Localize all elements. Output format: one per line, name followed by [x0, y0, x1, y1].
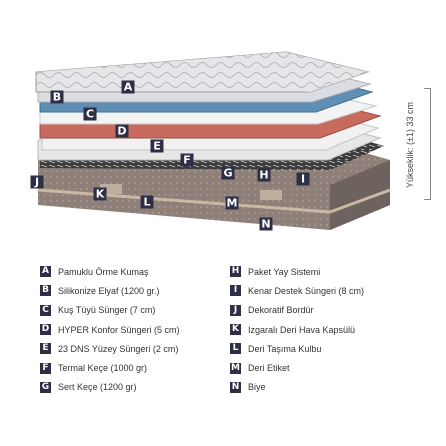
legend-text: HYPER Konfor Süngeri (5 cm): [58, 324, 180, 335]
legend-text: Pamuklu Örme Kumaş: [58, 266, 149, 277]
legend-text: 23 DNS Yüzey Süngeri (2 cm): [58, 343, 179, 354]
legend-letter: B: [40, 285, 51, 297]
legend-item: H Paket Yay Sistemi: [230, 262, 364, 281]
legend-letter: C: [40, 304, 51, 316]
callout-a: A: [121, 80, 135, 94]
legend-letter: H: [230, 266, 241, 278]
callout-f: F: [180, 153, 194, 167]
legend-letter: F: [40, 362, 51, 374]
legend-item: L Deri Taşıma Kulbu: [230, 339, 364, 358]
legend-letter: N: [230, 381, 241, 393]
legend-text: Termal Keçe (1000 gr): [58, 363, 148, 374]
legend-item: N Biye: [230, 378, 364, 397]
legend-item: F Termal Keçe (1000 gr): [40, 358, 180, 377]
mattress-layers-illustration: [35, 51, 391, 230]
legend-text: Dekoratif Bordür: [248, 305, 314, 316]
legend-text: Paket Yay Sistemi: [248, 266, 321, 277]
legend-item: D HYPER Konfor Süngeri (5 cm): [40, 320, 180, 339]
legend-text: Silikonize Elyaf (1200 gr.): [58, 285, 160, 296]
legend-item: C Kuş Tüyü Sünger (7 cm): [40, 301, 180, 320]
height-label: Yükseklik: (±1) 33 cm: [405, 102, 415, 188]
legend-item: A Pamuklu Örme Kumaş: [40, 262, 180, 281]
callout-e: E: [150, 139, 164, 153]
legend-text: Kuş Tüyü Sünger (7 cm): [58, 305, 156, 316]
legend-text: Kenar Destek Süngeri (8 cm): [248, 285, 365, 296]
callout-d: D: [115, 124, 129, 138]
callout-i: I: [296, 172, 310, 186]
legend-text: Deri Etiket: [248, 363, 290, 374]
legend-item: B Silikonize Elyaf (1200 gr.): [40, 281, 180, 300]
legend-item: G Sert Keçe (1200 gr): [40, 378, 180, 397]
legend-letter: K: [230, 324, 241, 336]
legend-item: J Dekoratif Bordür: [230, 301, 364, 320]
legend-text: Izgaralı Deri Hava Kapsülü: [248, 324, 356, 335]
legend-letter: J: [230, 304, 241, 316]
callout-g: G: [221, 166, 235, 180]
vent-capsule-right: [260, 190, 282, 200]
callout-j: J: [30, 175, 44, 189]
callout-m: M: [225, 196, 239, 210]
legend-item: I Kenar Destek Süngeri (8 cm): [230, 281, 364, 300]
legend-left: A Pamuklu Örme Kumaş B Silikonize Elyaf (1…: [40, 262, 180, 397]
height-bracket: [424, 88, 431, 200]
legend-letter: A: [40, 266, 51, 278]
legend-letter: G: [40, 381, 51, 393]
callout-c: C: [83, 107, 97, 121]
callout-k: K: [93, 187, 107, 201]
legend-item: K Izgaralı Deri Hava Kapsülü: [230, 320, 364, 339]
callout-l: L: [140, 195, 154, 209]
legend-item: E 23 DNS Yüzey Süngeri (2 cm): [40, 339, 180, 358]
callout-b: B: [50, 90, 64, 104]
legend-letter: M: [230, 362, 241, 374]
legend-text: Sert Keçe (1200 gr): [58, 382, 137, 393]
legend-text: Deri Taşıma Kulbu: [248, 343, 322, 354]
legend-letter: D: [40, 324, 51, 336]
legend-right: H Paket Yay Sistemi I Kenar Destek Süngeri…: [230, 262, 364, 397]
legend-item: M Deri Etiket: [230, 358, 364, 377]
legend-letter: E: [40, 343, 51, 355]
legend-letter: I: [230, 285, 241, 297]
legend-letter: L: [230, 343, 241, 355]
callout-n: N: [259, 217, 273, 231]
legend-text: Biye: [248, 382, 266, 393]
callout-h: H: [257, 168, 271, 182]
vent-capsule-left: [100, 184, 122, 194]
